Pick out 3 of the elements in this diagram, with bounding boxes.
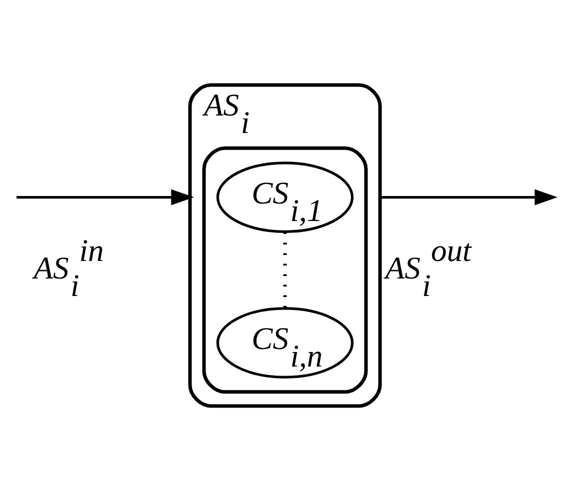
- arrow: [16, 189, 194, 206]
- cluster: [202, 146, 368, 394]
- arrow: [380, 189, 558, 206]
